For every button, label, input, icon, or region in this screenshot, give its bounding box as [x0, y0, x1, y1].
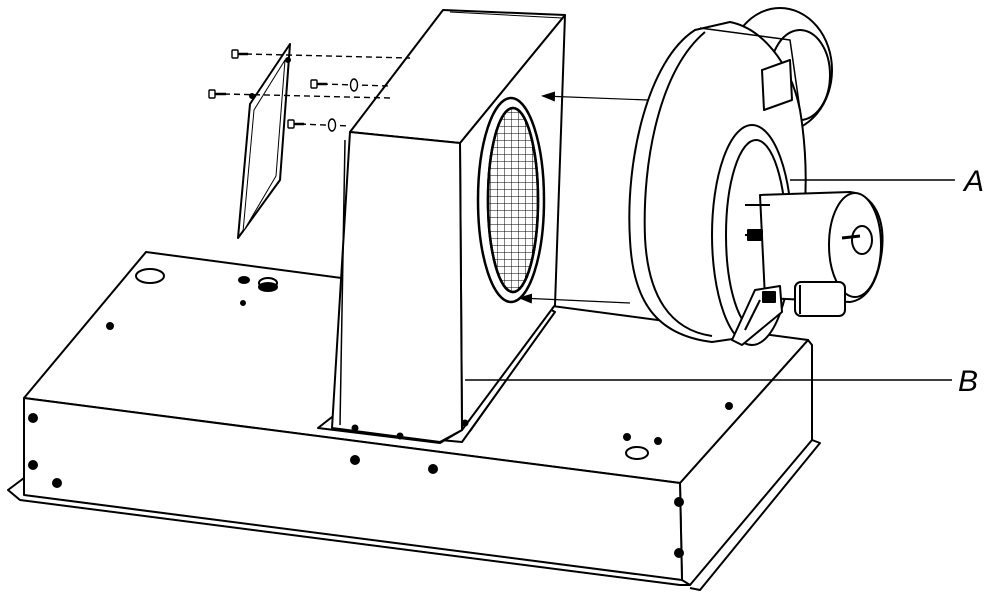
installation-arrows — [518, 91, 649, 304]
housing-inlet-ring — [476, 96, 546, 304]
callout-a-label: A — [964, 165, 985, 198]
mounting-screws — [208, 49, 359, 132]
cover-plate — [237, 43, 291, 239]
blower-motor-assembly — [628, 7, 884, 346]
arrow-upper — [541, 91, 649, 102]
screw-3 — [310, 78, 359, 92]
screw-4 — [287, 118, 337, 132]
hood-base-front — [23, 397, 683, 581]
housing-front — [331, 131, 463, 443]
hood-base-holes — [106, 268, 733, 460]
screw-2 — [208, 89, 226, 99]
inlet-mesh-screen — [486, 106, 540, 294]
blower-housing — [317, 9, 566, 444]
callout-b-label: B — [958, 365, 979, 398]
arrow-lower — [518, 293, 631, 304]
hood-base-screws — [28, 413, 684, 558]
callout-leaders — [465, 179, 955, 381]
screw-1 — [231, 49, 248, 59]
motor-capacitor — [794, 281, 846, 317]
hood-base-flange — [7, 477, 690, 586]
